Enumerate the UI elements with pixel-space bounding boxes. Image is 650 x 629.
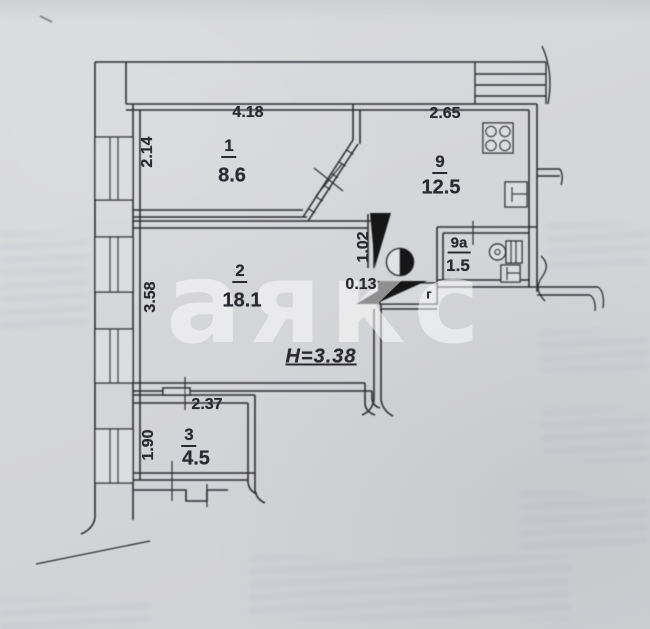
- room-3-area: 4.5: [182, 447, 210, 470]
- door-leaf-icon: [370, 213, 391, 267]
- entry-door-leaf-icon: [356, 281, 427, 304]
- room3-walls: [133, 377, 266, 507]
- room-3-number: 3: [181, 425, 197, 447]
- vent-shaft-icon: [385, 247, 415, 277]
- dim-kitchen-width: 2.65: [429, 105, 461, 122]
- dim-room1-width: 4.18: [232, 104, 264, 121]
- bathroom-walls: [436, 221, 605, 312]
- stove-icon: [482, 122, 514, 154]
- dim-room3-width: 2.37: [191, 396, 223, 413]
- dim-room1-depth: 2.14: [139, 136, 156, 168]
- room-2-area: 18.1: [222, 289, 262, 312]
- room-9-area: 12.5: [421, 176, 461, 199]
- dim-door-niche: 1.02: [355, 231, 372, 263]
- room-1-number: 1: [221, 136, 237, 158]
- diagonal-partition: [302, 104, 361, 222]
- room-1-area: 8.6: [218, 164, 246, 187]
- room-9-number: 9: [432, 152, 448, 174]
- room-2-number: 2: [232, 261, 248, 283]
- window-icon: [94, 428, 134, 484]
- ceiling-height-note: H=3.38: [285, 345, 357, 368]
- dim-wall-offset: 0.13: [345, 276, 377, 293]
- window-icon: [94, 328, 134, 384]
- watermark: аякс: [166, 239, 488, 369]
- room1-walls: [133, 209, 307, 218]
- gas-label: г: [426, 286, 432, 302]
- window-icon: [94, 236, 134, 293]
- room-9a-number: 9а: [447, 235, 471, 254]
- toilet-icon: [488, 240, 523, 264]
- dim-room3-depth: 1.90: [140, 429, 157, 461]
- perimeter-walls: [126, 103, 563, 302]
- kitchen-sink-icon: [504, 181, 528, 208]
- room-9a-area: 1.5: [446, 256, 470, 275]
- window-icon: [94, 136, 134, 201]
- basin-icon: [500, 264, 521, 283]
- dim-room2-depth: 3.58: [142, 281, 159, 313]
- facade-windows: [94, 136, 134, 484]
- balcony-railing: [474, 45, 551, 105]
